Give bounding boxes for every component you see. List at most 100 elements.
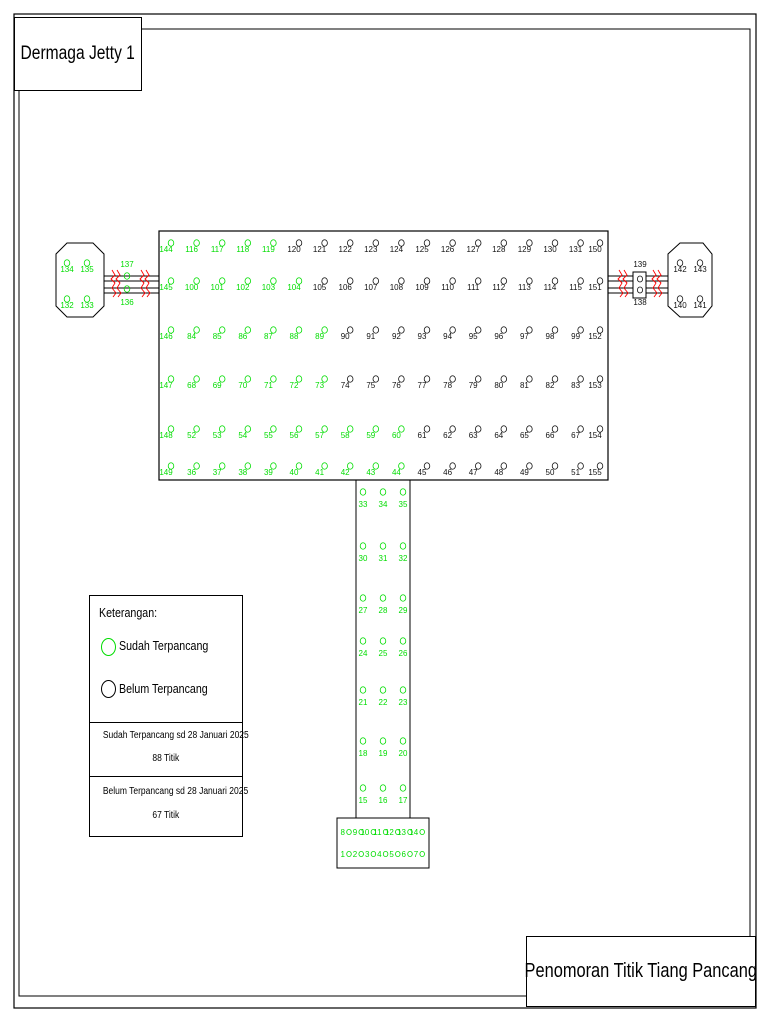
pile-marker [358,850,364,858]
pile-point: 121 [313,239,328,254]
pile-point: 49 [520,462,533,477]
pile-number: 131 [569,245,583,254]
pile-number: 114 [544,283,557,292]
pile-point: 110 [441,277,456,292]
pile-point: 1 [341,850,352,859]
pile-number: 145 [159,283,173,292]
pile-point: 146 [159,326,175,341]
pile-point: 33 [359,488,368,509]
pile-point: 75 [366,375,379,390]
pile-number: 126 [441,245,455,254]
pile-marker [379,488,387,496]
pile-point: 102 [236,277,251,292]
pile-point: 46 [443,462,456,477]
pile-marker [449,425,456,433]
pile-number: 48 [494,468,503,477]
pile-number: 65 [520,431,529,440]
pile-marker [244,277,251,285]
pile-number: 63 [469,431,478,440]
pile-number: 30 [359,554,368,563]
pile-point: 39 [264,462,277,477]
pile-marker [123,272,131,280]
pile-point: 4 [377,850,389,859]
right-dolphin-outline [667,242,713,318]
drawing-title-box: Dermaga Jetty 1 [14,17,142,91]
pile-point: 83 [571,375,584,390]
pile-number: 42 [341,468,350,477]
pile-marker [347,375,354,383]
pile-marker [696,259,704,267]
pile-point: 147 [159,375,175,390]
pile-point: 131 [569,239,584,254]
pile-marker [244,462,251,470]
pile-marker [167,277,175,285]
pile-point: 24 [359,637,368,658]
pile-number: 83 [571,381,580,390]
drawing-title: Dermaga Jetty 1 [20,43,136,64]
pile-point: 55 [264,425,277,440]
pile-number: 140 [673,301,687,310]
pile-point: 117 [211,239,226,254]
pile-point: 79 [469,375,482,390]
pile-marker [398,326,405,334]
pile-marker [372,239,379,247]
pile-number: 82 [546,381,555,390]
pile-marker [321,375,328,383]
pile-marker [577,326,584,334]
pile-point: 27 [359,594,368,615]
pile-number: 122 [339,245,353,254]
pile-number: 20 [399,749,408,758]
pile-point: 141 [693,295,707,310]
pile-point: 13 [397,828,413,837]
pile-marker [218,277,226,285]
pile-point: 3 [365,850,377,859]
pile-point: 29 [399,594,408,615]
pile-number: 90 [341,332,350,341]
pile-number: 38 [238,468,247,477]
left-catwalk [104,269,159,298]
pile-marker [419,850,425,858]
pile-number: 45 [418,468,427,477]
pile-number: 77 [418,381,427,390]
pile-marker [244,375,251,383]
pile-point: 137 [120,260,134,280]
pile-marker [347,425,354,433]
pile-marker [244,425,251,433]
pile-marker [475,375,482,383]
pile-number: 12 [385,828,394,837]
pile-point: 71 [264,375,277,390]
pile-number: 5 [389,850,394,859]
pile-number: 128 [492,245,506,254]
pile-number: 33 [359,500,368,509]
pile-marker [372,326,379,334]
pile-number: 26 [399,649,408,658]
pile-number: 88 [290,332,299,341]
pile-number: 144 [159,245,173,254]
pile-marker [372,425,379,433]
pile-point: 23 [399,686,408,707]
pile-number: 147 [159,381,173,390]
pile-number: 22 [379,698,388,707]
pile-number: 8 [341,828,346,837]
pile-marker [500,462,507,470]
pile-number: 69 [213,381,222,390]
pile-number: 120 [287,245,301,254]
pile-number: 138 [633,298,647,307]
pile-marker [167,326,175,334]
pile-marker [379,737,387,745]
pile-marker [63,295,71,303]
pile-number: 98 [546,332,555,341]
pile-marker [218,375,226,383]
pile-marker [270,239,277,247]
pile-marker [382,850,389,858]
pile-point: 125 [415,239,431,254]
pile-marker [270,277,277,285]
pile-number: 62 [443,431,452,440]
pile-marker [423,277,431,285]
pile-point: 9 [353,828,364,837]
pile-point: 57 [315,425,328,440]
pile-number: 97 [520,332,529,341]
pile-point: 17 [399,784,408,805]
pile-number: 27 [359,606,368,615]
pile-point: 118 [236,239,251,254]
